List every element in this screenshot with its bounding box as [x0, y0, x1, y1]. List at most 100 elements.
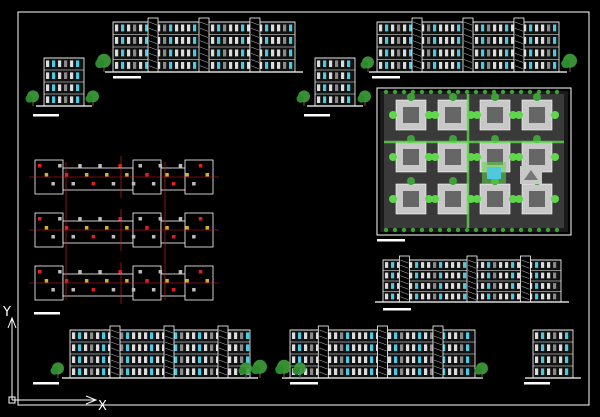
end-elevation[interactable] [524, 329, 581, 385]
window [358, 344, 362, 351]
perimeter-shrub [500, 227, 506, 233]
stair-rail [514, 53, 524, 57]
window [442, 332, 446, 339]
plan-furniture [165, 226, 169, 230]
window [394, 344, 398, 351]
courtyard-core [445, 107, 461, 123]
window [144, 356, 148, 363]
window [451, 272, 455, 279]
window [388, 332, 392, 339]
stair-rail [521, 280, 530, 285]
window [186, 332, 190, 339]
window [310, 368, 314, 375]
window [228, 344, 232, 351]
window [186, 368, 190, 375]
planter [533, 93, 541, 101]
stair-rail [250, 34, 260, 38]
window [341, 84, 345, 91]
plan-furniture [138, 270, 142, 274]
stair-rail [463, 28, 473, 32]
window [234, 344, 238, 351]
window [347, 72, 351, 79]
window [78, 332, 82, 339]
building-section[interactable] [375, 255, 569, 311]
window [235, 49, 239, 57]
site-plan[interactable] [376, 87, 572, 242]
front-elevation-2[interactable] [360, 17, 578, 79]
window [553, 368, 557, 375]
window [451, 49, 455, 57]
window [493, 272, 497, 279]
window [204, 368, 208, 375]
plan-furniture [205, 279, 209, 283]
rear-elevation-2[interactable] [275, 325, 488, 385]
typical-floor-plans[interactable] [29, 156, 219, 315]
window [415, 272, 419, 279]
window [163, 49, 167, 57]
stair-rail [412, 46, 422, 51]
window [451, 37, 455, 44]
window [323, 96, 327, 103]
window [523, 24, 527, 32]
window [292, 332, 296, 339]
window [523, 49, 527, 57]
plan-furniture [91, 182, 96, 186]
courtyard-core [403, 149, 419, 165]
window [52, 72, 56, 79]
stair-rail [218, 365, 228, 370]
window [46, 84, 50, 91]
stair-rail [378, 359, 387, 364]
window [228, 356, 232, 363]
window [535, 37, 539, 44]
window [210, 332, 214, 339]
window [535, 356, 539, 363]
stair-rail [250, 53, 260, 57]
stair-rail [514, 40, 524, 44]
side-elevation-1[interactable] [25, 57, 100, 117]
stair-rail [521, 275, 530, 279]
window [329, 72, 333, 79]
window [499, 272, 503, 279]
stair-rail [467, 280, 477, 285]
front-elevation-1[interactable] [95, 17, 303, 79]
stair-rail [199, 40, 209, 44]
window [421, 272, 425, 279]
window [132, 344, 136, 351]
stair-rail [250, 21, 260, 26]
window [204, 344, 208, 351]
window [156, 332, 160, 339]
plan-furniture [165, 173, 169, 177]
stair-rail [110, 347, 120, 352]
window [76, 72, 80, 79]
window [424, 344, 428, 351]
window [138, 368, 142, 375]
window [157, 62, 161, 69]
plan-furniture [145, 279, 149, 283]
window [487, 24, 491, 32]
plan-furniture [145, 173, 149, 177]
window [517, 262, 521, 268]
stair-rail [378, 365, 387, 370]
window [115, 49, 119, 57]
window [427, 283, 431, 289]
title-underline [524, 382, 550, 385]
perimeter-shrub [428, 89, 434, 95]
window [433, 262, 437, 268]
window [475, 62, 479, 69]
window [553, 356, 557, 363]
rear-elevation-1[interactable] [33, 325, 267, 385]
window [58, 96, 62, 103]
window [115, 37, 119, 44]
planter [407, 93, 415, 101]
window [559, 356, 563, 363]
window [229, 62, 233, 69]
window [445, 37, 449, 44]
perimeter-shrub [464, 227, 470, 233]
side-elevation-2[interactable] [296, 57, 372, 117]
window [487, 37, 491, 44]
window [169, 62, 173, 69]
window [370, 356, 374, 363]
stair-rail [433, 353, 443, 358]
